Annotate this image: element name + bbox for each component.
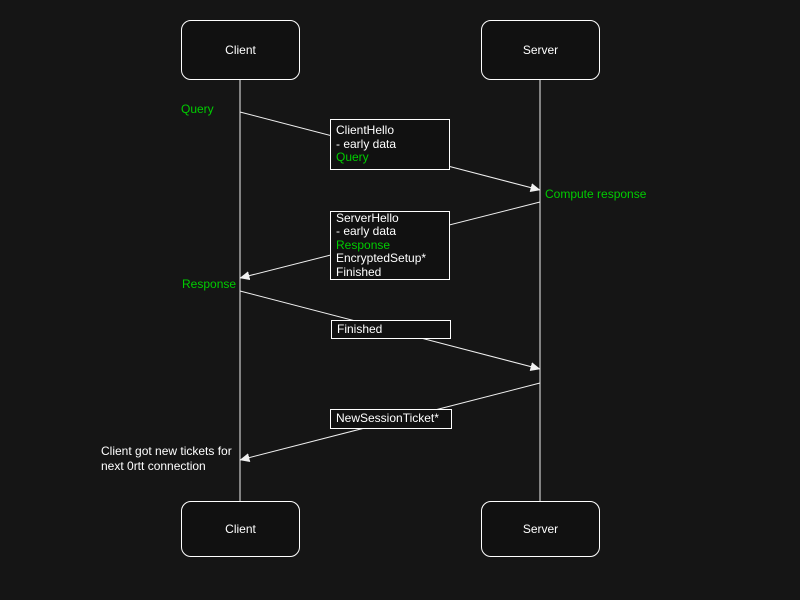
message-line: EncryptedSetup*: [336, 251, 427, 266]
message-line: ClientHello: [336, 123, 395, 138]
note-new-tickets: Client got new tickets for next 0rtt con…: [101, 444, 232, 474]
message-box-finished: Finished: [331, 320, 451, 339]
actor-label-client-bottom: Client: [225, 522, 256, 536]
label-compute-response: Compute response: [545, 187, 647, 201]
message-line: - early data: [336, 136, 397, 151]
actor-label-client-top: Client: [225, 43, 256, 57]
label-response: Response: [182, 277, 237, 291]
actor-label-server-bottom: Server: [522, 522, 559, 536]
note-line-2: next 0rtt connection: [101, 459, 206, 473]
message-line: ServerHello: [336, 210, 399, 225]
message-line: - early data: [336, 224, 397, 239]
message-line: Finished: [337, 321, 383, 336]
message-line: Response: [336, 237, 391, 252]
actor-label-server-top: Server: [522, 43, 559, 57]
message-line: Query: [336, 150, 369, 165]
message-line: Finished: [336, 264, 382, 279]
actor-box-client-top: Client: [181, 20, 300, 80]
actor-box-server-top: Server: [481, 20, 600, 80]
message-box-serverhello: ServerHello - early data Response Encryp…: [330, 211, 450, 280]
note-line-1: Client got new tickets for: [101, 444, 232, 458]
message-line: NewSessionTicket*: [336, 411, 439, 426]
actor-box-server-bottom: Server: [481, 501, 600, 557]
actor-box-client-bottom: Client: [181, 501, 300, 557]
message-box-clienthello: ClientHello - early data Query: [330, 119, 450, 170]
label-query: Query: [181, 102, 214, 116]
message-box-newsessionticket: NewSessionTicket*: [330, 409, 452, 429]
